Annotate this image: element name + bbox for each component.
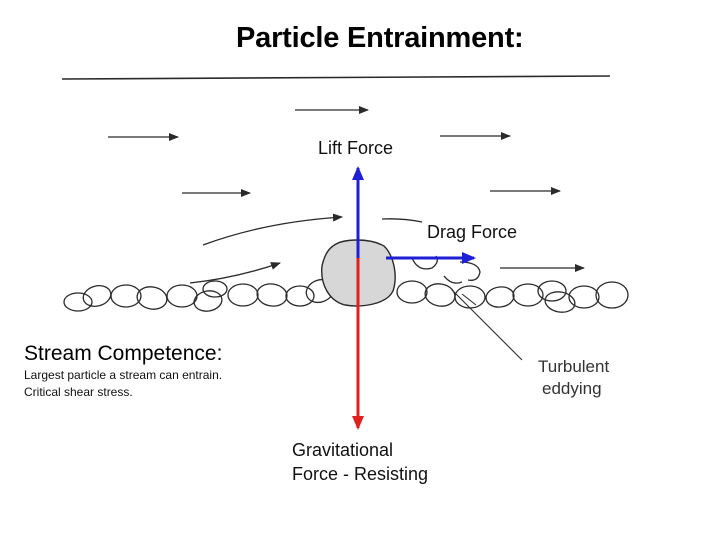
stream-competence-line: Critical shear stress. [24,385,133,399]
turbulent-label-line1: Turbulent [538,357,610,376]
bed-grain [485,286,515,308]
flow-streamline [381,218,423,223]
drag-force-label: Drag Force [427,222,518,242]
bed-grain [537,280,567,302]
turbulent-label-line2: eddying [542,379,602,398]
bed-grain [136,286,168,310]
flow-streamline [202,213,343,246]
turbulence-leader-line [461,293,477,306]
bed-grain [110,284,142,308]
stream-competence-line: Largest particle a stream can entrain. [24,368,223,382]
bed-grain [202,280,228,298]
bed-grains [63,278,629,313]
flow-arrows [108,106,585,284]
flow-streamline [189,262,281,284]
bed-grain [82,285,112,307]
gravitational-label-line1: Gravitational [292,440,394,460]
bed-grain [63,292,93,312]
turbulent-eddying-label: Turbulent eddying [538,356,609,400]
slide-title: Particle Entrainment: [236,22,524,54]
bed-grain [166,284,198,308]
gravitational-force-label: Gravitational Force - Resisting [292,438,428,486]
gravitational-label-line2: Force - Resisting [292,464,429,484]
water-surface-line [61,75,611,80]
lift-force-label: Lift Force [318,138,394,158]
eddy-curl [459,261,481,281]
eddy-curl [443,275,463,284]
turbulence-leader-line [451,289,523,361]
bed-grain [512,283,544,307]
bed-grain [227,283,259,307]
bed-grain [568,285,600,309]
bed-grain [595,281,629,309]
bed-grain [544,291,576,313]
bed-grain [424,283,456,307]
bed-grain [256,283,288,307]
stream-competence-heading: Stream Competence: [24,342,223,365]
bed-grain [285,285,315,307]
turbulent-eddies [411,255,481,284]
bed-grain [193,290,223,312]
bed-grain [396,280,428,304]
